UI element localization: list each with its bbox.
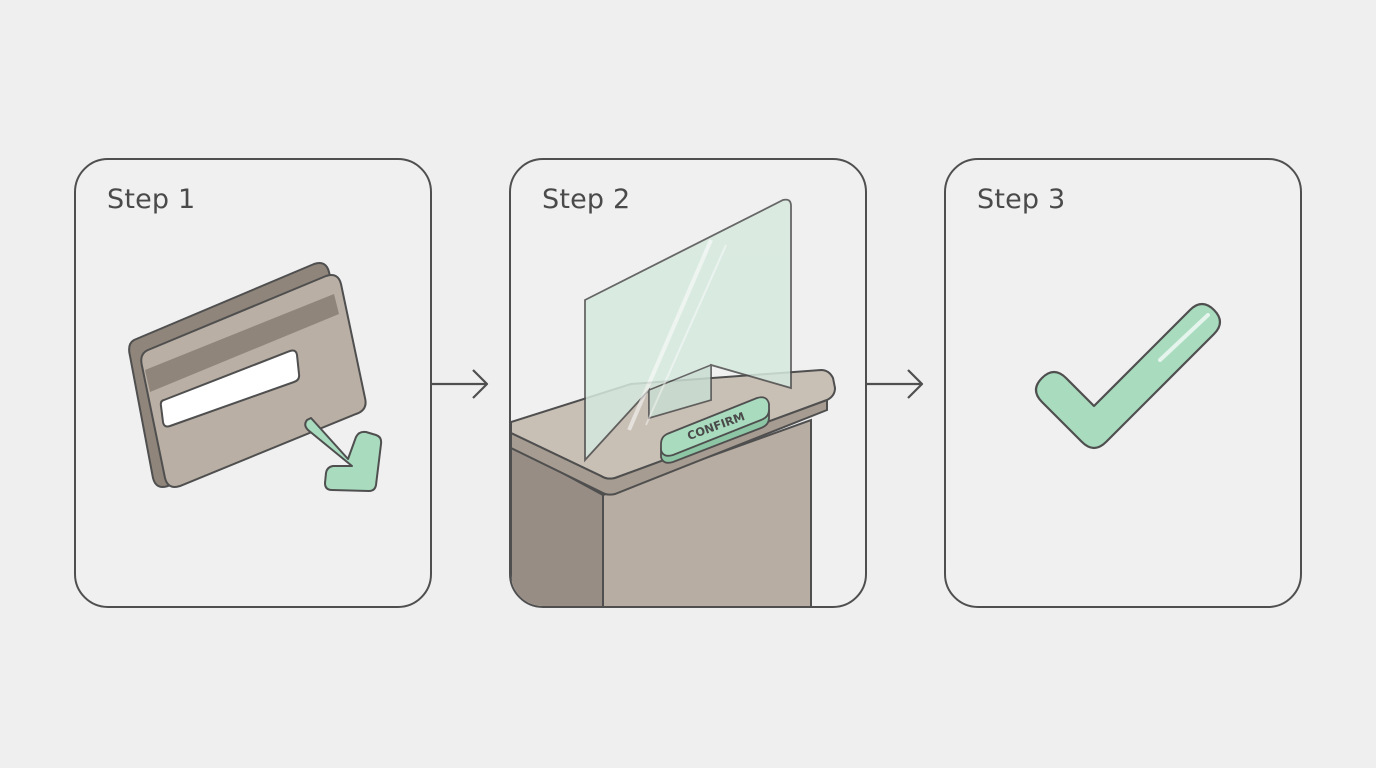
step-2-panel: Step 2 CONFIRM (509, 158, 867, 608)
card-insert-icon (128, 262, 383, 492)
arrow-right-icon (867, 369, 924, 399)
arrow-right-icon (432, 369, 489, 399)
step-3-title: Step 3 (977, 184, 1066, 215)
step-1-title: Step 1 (107, 184, 196, 215)
step-3-panel: Step 3 (944, 158, 1302, 608)
step-1-panel: Step 1 (74, 158, 432, 608)
insert-arrow-icon (304, 417, 383, 492)
front-card (140, 274, 367, 488)
glass-shield (584, 198, 792, 463)
kiosk-confirm-icon: CONFIRM (511, 198, 837, 606)
checkmark-icon (1034, 302, 1222, 450)
step-2-title: Step 2 (542, 184, 631, 215)
